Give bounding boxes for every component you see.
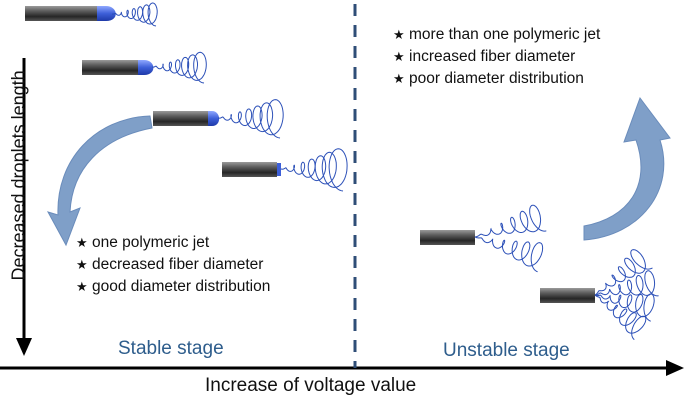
jet-spiral-unstable-1a <box>474 204 547 238</box>
x-axis-label: Increase of voltage value <box>205 375 417 396</box>
jet-spirals <box>111 2 659 340</box>
star-icon: ★ <box>393 49 405 64</box>
stable-stage-label: Stable stage <box>118 338 224 359</box>
needle-stable-3 <box>153 111 220 126</box>
unstable-bullet-list: ★more than one polymeric jet ★increased … <box>393 24 600 90</box>
jet-spiral-stable-1 <box>111 2 158 27</box>
curved-arrow-unstable <box>583 96 671 241</box>
star-icon: ★ <box>76 235 88 250</box>
unstable-stage-label: Unstable stage <box>443 340 570 361</box>
needle-stable-2 <box>82 60 154 75</box>
list-item: ★more than one polymeric jet <box>393 24 600 46</box>
star-icon: ★ <box>76 257 88 272</box>
jet-spiral-stable-3 <box>217 99 284 139</box>
stable-bullet-list: ★one polymeric jet ★decreased fiber diam… <box>76 232 270 298</box>
jet-spiral-unstable-2d <box>594 294 647 340</box>
x-axis <box>0 360 684 376</box>
y-axis-label: Decreased droplets length <box>8 70 29 281</box>
jet-spiral-stable-4 <box>280 148 348 192</box>
list-item: ★decreased fiber diameter <box>76 254 270 276</box>
needle-unstable-2 <box>540 288 595 303</box>
list-item: ★good diameter distribution <box>76 276 270 298</box>
jet-spiral-unstable-1b <box>474 236 544 273</box>
needle-stable-4 <box>222 162 281 177</box>
list-item: ★increased fiber diameter <box>393 46 600 68</box>
list-item: ★one polymeric jet <box>76 232 270 254</box>
star-icon: ★ <box>393 71 405 86</box>
star-icon: ★ <box>393 27 405 42</box>
list-item: ★poor diameter distribution <box>393 68 600 90</box>
y-axis <box>16 58 32 356</box>
curved-arrow-stable <box>46 115 153 247</box>
jet-spiral-stable-2 <box>152 51 207 84</box>
jet-spiral-unstable-2a <box>594 249 653 296</box>
jet-spiral-unstable-2b <box>595 270 659 297</box>
needle-unstable-1 <box>420 230 475 245</box>
needle-stable-1 <box>25 6 116 21</box>
star-icon: ★ <box>76 279 88 294</box>
